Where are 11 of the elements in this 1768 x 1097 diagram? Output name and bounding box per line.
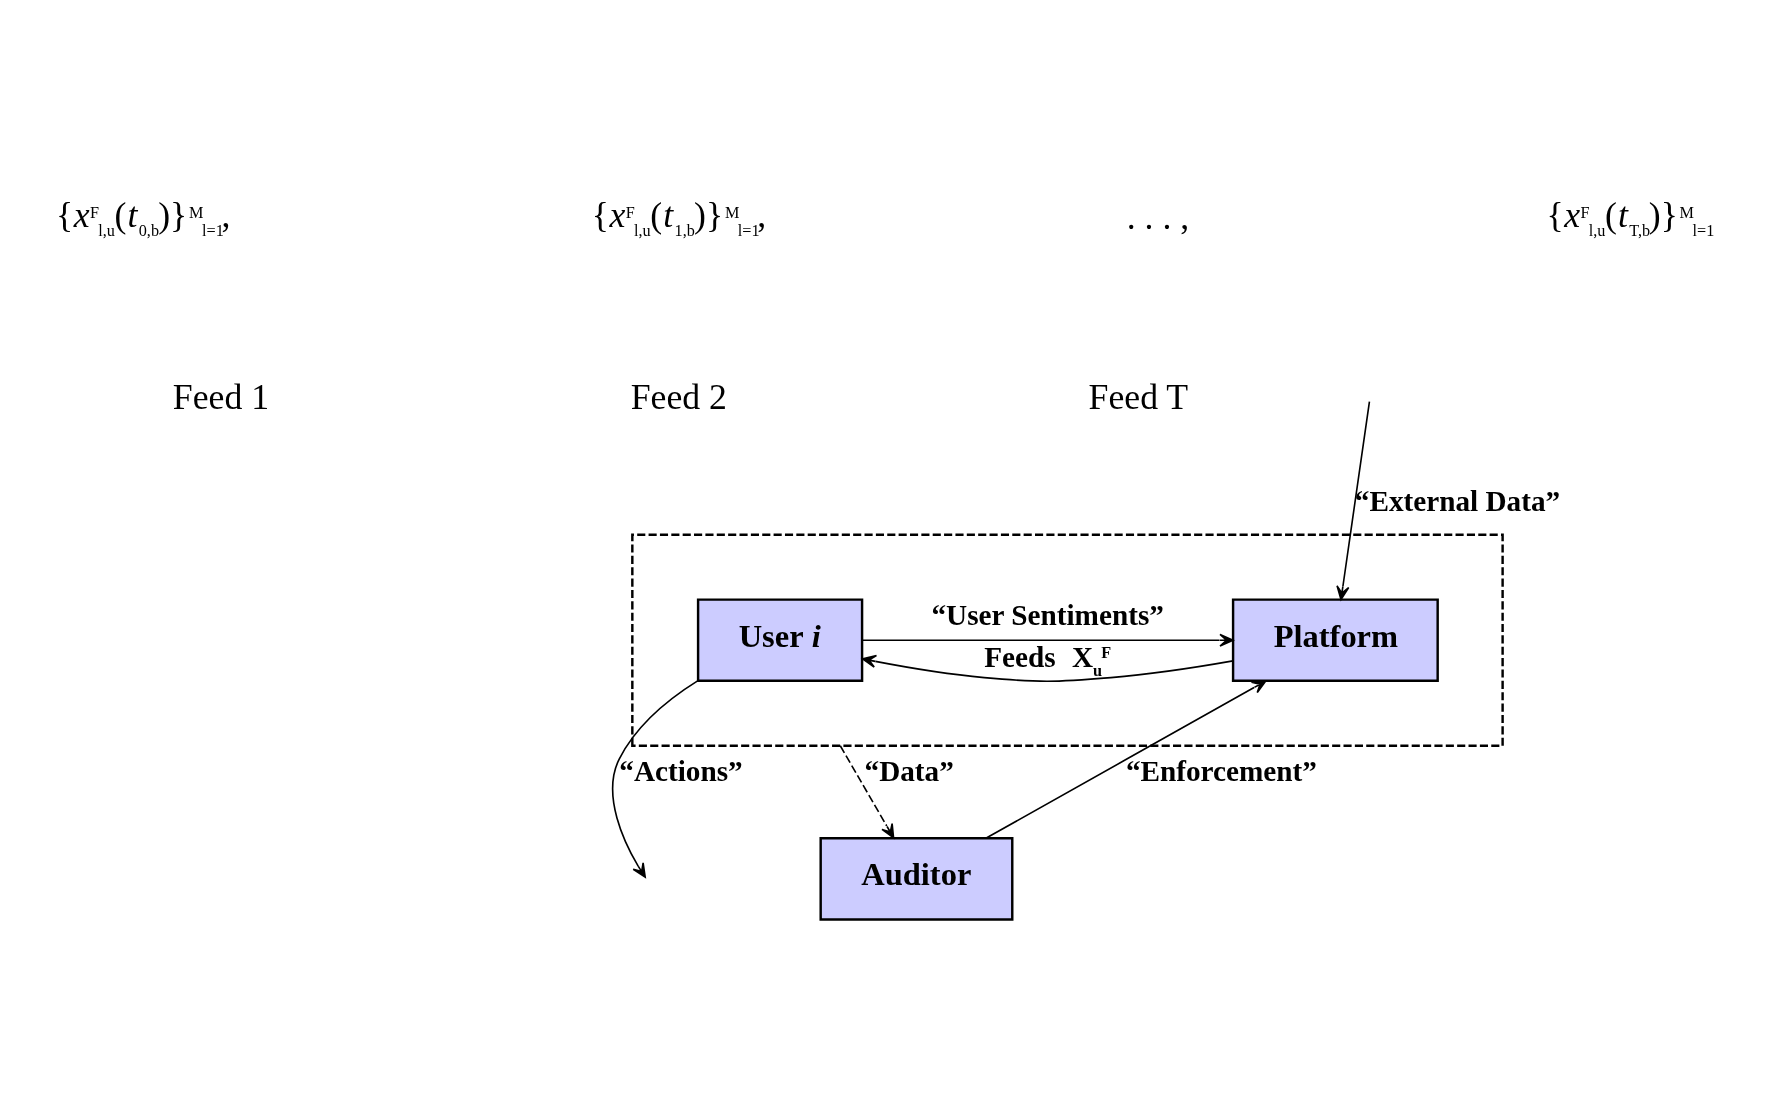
edge-label: “Actions” <box>619 754 743 787</box>
label: Feed 2 <box>630 377 727 418</box>
edge-label: “Enforcement” <box>1125 754 1317 787</box>
label: Feed 1 <box>172 377 270 418</box>
edge-label: “User Sentiments” <box>931 598 1164 631</box>
edge-label: “Data” <box>864 754 954 787</box>
label: {x$^{F}$$_{l,u}$(t$_{1,b}$)}$^{M}$$_{l=1}$, <box>591 195 767 241</box>
edge-label: “External Data” <box>1354 484 1561 517</box>
label: {x$^{F}$$_{l,u}$(t$_{0,b}$)}$^{M}$$_{l=1}$, <box>55 195 231 241</box>
label: . . . , <box>1126 196 1190 237</box>
label: Feed T <box>1088 377 1189 418</box>
